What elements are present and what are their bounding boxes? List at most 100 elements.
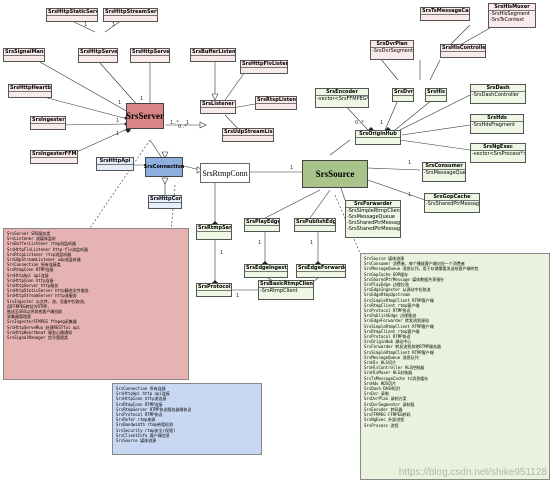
note-line: SrsProcess 进程 (364, 422, 399, 428)
mult-label: 1 (118, 100, 122, 106)
note-line: SrsBufferListener rtmp流监听器 (7, 241, 76, 247)
note-line: SrsRtspListener rtsp流监听器 (7, 251, 72, 257)
mult-label: 1 (408, 192, 412, 198)
note-line: SrsListener 流媒体监听 (7, 236, 56, 242)
class-srs-udp-stream-listener: SrsUdpStreamListener (222, 128, 274, 142)
mult-label: 1 (112, 22, 116, 28)
note-line: SrsDvr 录制 (364, 391, 389, 397)
class-srs-edge-forwarder: SrsEdgeForwarder (296, 264, 346, 278)
class-srs-rtmp-conn: SrsRtmpConn (200, 163, 250, 183)
class-srs-http-api: SrsHttpApi (96, 157, 134, 171)
class-srs-dash: SrsDash -SrsDashController (470, 84, 526, 104)
class-srs-origin-hub: SrsOriginHub (355, 130, 401, 145)
note-line: SrsFFMPEG FFMPEG转码 (364, 412, 411, 418)
note-line: SrsHttpServer http服务 (7, 283, 59, 289)
class-srs-hls-controller: SrsHlsController (440, 44, 486, 58)
mult-label: 1 (140, 96, 144, 102)
mult-label: 1 (408, 160, 412, 166)
class-srs-hls: SrsHls (425, 88, 447, 102)
note-line: SrsConnection 所有连接 (116, 386, 166, 391)
note-line: SrsServer SRS服务类 (7, 231, 51, 236)
note-line: 推送至SRS以供其他客户端拉取 (7, 309, 63, 315)
note-line: SrsDash DASH切片 (364, 386, 401, 392)
note-line: SrsEdgeIngester 从源站中拉取流 (364, 287, 431, 293)
class-srs-http-heartbeat: SrsHttpHeartbeat (8, 84, 52, 98)
class-srs-buffer-listener: SrsBufferListener (190, 48, 236, 62)
mult-label: 1 (186, 120, 190, 126)
note-line: SrsRtmpServer RTMP协议服务器端协议 (116, 406, 192, 412)
class-srs-encoder: SrsEncoder -vector<SrsFFMPEG*> (315, 88, 369, 108)
note-line: SrsGopCache GOP缓存 (364, 271, 409, 277)
note-line: SrsDvrSegmenter 录制段 (364, 401, 415, 407)
class-srs-ts-message-cache: SrsTsMessageCache (420, 7, 470, 21)
note-line: SrsIngesterFFMPEG ffmpeg采集器 (7, 319, 77, 325)
class-srs-hds: SrsHds -SrsHdsFragment (470, 114, 524, 134)
mult-label: 1..* (170, 120, 179, 126)
class-srs-http-flv-listener: SrsHttpFlvListener (240, 60, 288, 74)
note-line: SrsSharedPtrMessage 媒体数据共享指针 (364, 276, 445, 282)
note-line: SrsNgExec 外部进程 (364, 417, 405, 423)
note-line: SrsEdgeForwarder 转发流到源站 (364, 318, 429, 324)
note-line: SrsClientInfo 客户端信息 (116, 432, 170, 438)
note-line: 采集器管理类 (7, 314, 31, 320)
note-line: SrsHttpHeartbeat 服务心跳通知 (7, 329, 72, 335)
class-srs-edge-ingester: SrsEdgeIngester (244, 264, 288, 278)
note-line: SrsTsMessageCache ts消息缓存 (364, 375, 429, 381)
class-srs-source: SrsSource (302, 160, 368, 188)
mult-label: 1 (220, 250, 224, 256)
note-line: SrsHttpStaticServer http静态文件服务 (7, 288, 89, 294)
mult-label: 1 (310, 240, 314, 246)
note-line: SrsHttpServeMux 处理RESTful api (7, 324, 81, 330)
note-line: SrsMessageQueue 消息队列 (364, 354, 419, 360)
class-srs-http-conn: SrsHttpConn (148, 195, 182, 209)
note-line: SrsSimpleRtmpClient RTMP客户端 (364, 349, 434, 355)
note-line: SrsPlayEdge 边缘拉流 (364, 282, 409, 288)
note-line: SrsConnection 所有连接类 (7, 262, 61, 268)
mult-label: 0..* (355, 120, 364, 126)
note-line: SrsIngester 从文件、流、设备中拉取流， (7, 298, 88, 304)
note-line: SrsUdpStreamListener udp流监听器 (7, 257, 81, 263)
class-srs-http-server: SrsHttpServer (78, 48, 118, 63)
class-srs-http-stream-server: SrsHttpStreamServer (103, 8, 158, 22)
class-srs-ingester-ffmpeg: SrsIngesterFFMPEG (30, 150, 78, 164)
note-line: SrsHlsMuxer HLS封装器 (364, 370, 413, 376)
mult-label: 1 (236, 293, 240, 299)
watermark: https://blog.csdn.net/shike951128 (398, 467, 547, 478)
note-line: SrsSignalManager 信号管理类 (7, 335, 68, 341)
note-line: SrsSource 媒体流源 (116, 438, 157, 444)
note-line: SrsHds HDS切片 (364, 380, 397, 386)
class-srs-forwarder: SrsForwarder -SrsSimpleRtmpClient -SrsMe… (345, 200, 401, 238)
mult-label: 1 (84, 22, 88, 28)
note-srs-connection: SrsConnection 所有连接 SrsHttpApi http api连接… (112, 383, 262, 455)
class-srs-rtsp-listener: SrsRtspListener (255, 96, 297, 110)
note-line: SrsConsumer 消费者，每个播放客户端对应一个消费者 (364, 261, 465, 267)
note-srs-server: SrsServer SRS服务类 SrsListener 流媒体监听 SrsBu… (3, 228, 189, 380)
class-srs-play-edge: SrsPlayEdge (244, 218, 280, 232)
note-line: SrsHttpConn http连接 (7, 277, 54, 283)
class-srs-connection: SrsConnection (144, 157, 184, 177)
note-line: SrsHttpStreamServer http流服务 (7, 293, 77, 299)
note-line: SrsSimpleRtmpClient RTMP客户端 (364, 323, 434, 329)
note-line: SrsSecurity rtmp安全(权限) (116, 427, 176, 433)
class-srs-dvr-plan: SrsDvrPlan -SrsDvrSegmenter (370, 40, 414, 60)
note-line: SrsRtmpConn RTMP连接 (7, 267, 54, 273)
note-line: SrsRefer rtmp来源 (116, 417, 156, 423)
class-srs-signal-manager: SrsSignalManager (3, 48, 45, 62)
note-line: SrsHttpApi api连接 (7, 272, 49, 278)
note-line: SrsBandwidth rtmp带宽检测 (116, 422, 173, 428)
class-srs-consumer: SrsConsumer -SrsMessageQueue (422, 162, 466, 182)
note-line: SrsDvrPlan 录制方案 (364, 396, 407, 402)
mult-label: 1 (290, 165, 294, 171)
mult-label: 1 (116, 118, 120, 124)
mult-label: 1 (258, 240, 262, 246)
note-line: SrsForwarder 转发流到其他RTMP服务器 (364, 344, 441, 350)
note-line: SrsRtmpClient rtmp客户端 (364, 302, 420, 308)
class-srs-basic-rtmp-client: SrsBasicRtmpClient -SrsRtmpClient (258, 280, 314, 300)
mult-label: 0..* (178, 124, 187, 130)
note-line: SrsHttpConn http流连接 (116, 396, 167, 402)
note-line: SrsProtocol RTMP协议 (116, 412, 163, 418)
note-line: SrsEncoder 转码器 (364, 406, 403, 412)
class-srs-ng-exec: SrsNgExec -vector<SrsProcess*> (470, 143, 526, 163)
note-line: SrsHttpFlvListener http-flv流监听器 (7, 246, 89, 252)
class-srs-protocol: SrsProtocol (196, 283, 232, 297)
